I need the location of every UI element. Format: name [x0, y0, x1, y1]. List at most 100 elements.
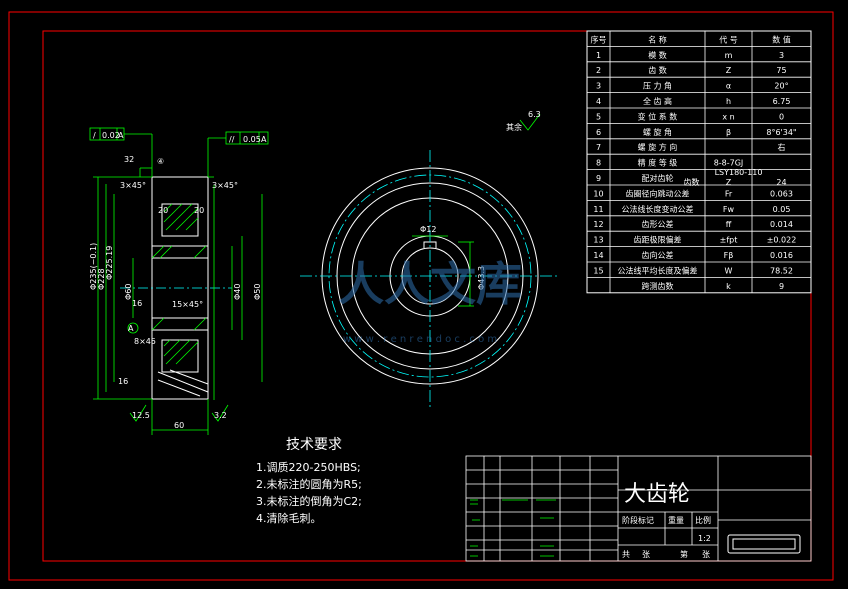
note-4: 4.清除毛刺。 [256, 511, 322, 525]
table-cell-sym: x n [722, 112, 734, 121]
table-cell-sym: ff [726, 220, 732, 229]
table-cell-name: 配对齿轮 [642, 173, 674, 183]
keyway-dimensions [412, 235, 474, 307]
part-name: 大齿轮 [624, 482, 690, 507]
dim-16: 16 [132, 299, 142, 308]
tol2-symbol: // [229, 135, 235, 144]
title-block [465, 455, 812, 562]
table-cell-sym: Fw [723, 205, 735, 214]
table-cell-val: 75 [776, 66, 786, 75]
other-label: 其余 [506, 122, 522, 132]
table-border [586, 30, 812, 294]
note-2: 2.未标注的圆角为R5; [256, 477, 362, 491]
note-1: 1.调质220-250HBS; [256, 461, 361, 474]
chamfer-bottom: 8×45 [134, 337, 156, 346]
table-cell-sym: Fβ [724, 251, 734, 260]
title-block-grid-labels [470, 499, 556, 557]
dim-pitch-diameter: Φ225.19 [105, 246, 114, 280]
outer-frame [8, 11, 834, 581]
table-cell-name: 螺 旋 方 向 [638, 142, 678, 152]
roughness-other: 6.3 [528, 110, 541, 119]
table-cell-no: 5 [596, 112, 601, 121]
table-cell-val: 0.014 [770, 220, 793, 229]
table-cell-no: 12 [593, 220, 603, 229]
section-dimension-texts: / 0.02 A // 0.05 A 32 ④ 3×45° 3×45° 20 2… [89, 110, 541, 430]
scale-value: 1:2 [698, 534, 711, 543]
sheet-unit-label: 张 [702, 550, 710, 559]
dim-hub-diameter: Φ60 [124, 284, 133, 300]
table-cell-no: 10 [593, 189, 603, 198]
tol2-value: 0.05 [243, 135, 261, 144]
table-cell-sym: h [726, 97, 731, 106]
scale-label: 比例 [695, 515, 711, 525]
table-cell-no: 2 [596, 66, 601, 75]
table-cell-val: 78.52 [770, 266, 793, 275]
table-cell-no: 14 [593, 251, 603, 260]
tol2-datum: A [261, 135, 267, 144]
table-cell-val: ±0.022 [767, 236, 797, 245]
table-cell-no: 11 [593, 205, 603, 214]
notes-title: 技术要求 [286, 437, 342, 453]
table-cell-name: 变 位 系 数 [638, 111, 678, 121]
table-header-cell: 代 号 [719, 34, 738, 44]
tol1-symbol: / [93, 131, 96, 140]
table-cell-name: 精 度 等 级 [638, 158, 678, 168]
table-header-cell: 序号 [591, 34, 607, 44]
stage-mark-label: 阶段标记 [622, 515, 654, 525]
table-cell-name: 全 齿 高 [643, 96, 672, 106]
table-cell-name: 公法线平均长度及偏差 [618, 265, 698, 275]
watermark-text: 人人文库 [338, 257, 522, 311]
table-cell-val: 右 [778, 142, 786, 152]
dim-32: 32 [124, 155, 134, 164]
table-cell-no: 15 [593, 266, 603, 275]
table-cell-val: 8°6'34" [766, 128, 796, 137]
table-cell-val: 0.05 [773, 205, 791, 214]
table-cell-val: 3 [779, 51, 784, 60]
logo-box [727, 534, 801, 554]
table-cell-no: 4 [596, 97, 601, 106]
table-cell-no: 7 [596, 143, 601, 152]
table-cell-name: 模 数 [648, 50, 667, 60]
table-cell-val: 0.016 [770, 251, 793, 260]
table-cell-name: 跨测齿数 [642, 281, 674, 291]
table-cell-name: 螺 旋 角 [643, 127, 672, 137]
inner-frame [42, 30, 812, 562]
chamfer-top-left: 3×45° [120, 181, 146, 190]
table-cell-subsym: Z [726, 178, 732, 187]
table-cell-name: 齿形公差 [642, 219, 674, 229]
note-3: 3.未标注的倒角为C2; [256, 494, 362, 508]
dim-bore2-diameter: Φ50 [253, 284, 262, 300]
table-cell-sym: LSY180-110 [715, 168, 763, 177]
table-cell-subname: 齿数 [684, 177, 700, 187]
web-width-right: 20 [194, 206, 204, 215]
table-cell-name: 齿距极限偏差 [634, 235, 682, 245]
table-cell-subval: 24 [776, 178, 786, 187]
table-cell-sym: W [725, 266, 733, 275]
dim-bore-diameter: Φ40 [233, 284, 242, 300]
table-cell-name: 公法线长度变动公差 [622, 204, 694, 214]
table-cell-name: 齿向公差 [642, 250, 674, 260]
table-cell-val: 6.75 [773, 97, 791, 106]
table-cell-sym: 8-8-7GJ [714, 159, 744, 168]
total-label: 共 [622, 550, 630, 559]
roughness-12: 12.5 [132, 411, 150, 420]
sheet-no-label: 第 [680, 549, 688, 559]
technical-notes: 技术要求 1.调质220-250HBS; 2.未标注的圆角为R5; 3.未标注的… [256, 437, 362, 525]
table-cell-sym: m [725, 51, 733, 60]
watermark-url: w w w . r e n r e n d o c . c o m [343, 334, 497, 345]
front-centerlines [300, 150, 560, 410]
table-cell-no: 6 [596, 128, 601, 137]
table-cell-name: 齿 数 [648, 65, 667, 75]
section-dimension-lines [89, 113, 541, 435]
section-view [151, 176, 209, 400]
dim-tip-diameter: Φ235(−0.1) [89, 243, 98, 290]
dim-root-diameter: Φ228 [97, 268, 106, 290]
table-cell-sym: Z [726, 66, 732, 75]
table-cell-val: 20° [774, 82, 788, 91]
keyway-depth: Φ43.3 [477, 266, 486, 290]
table-cell-sym: k [726, 282, 731, 291]
weight-label: 重量 [668, 515, 684, 525]
table-cell-name: 齿圈径向跳动公差 [626, 188, 690, 198]
